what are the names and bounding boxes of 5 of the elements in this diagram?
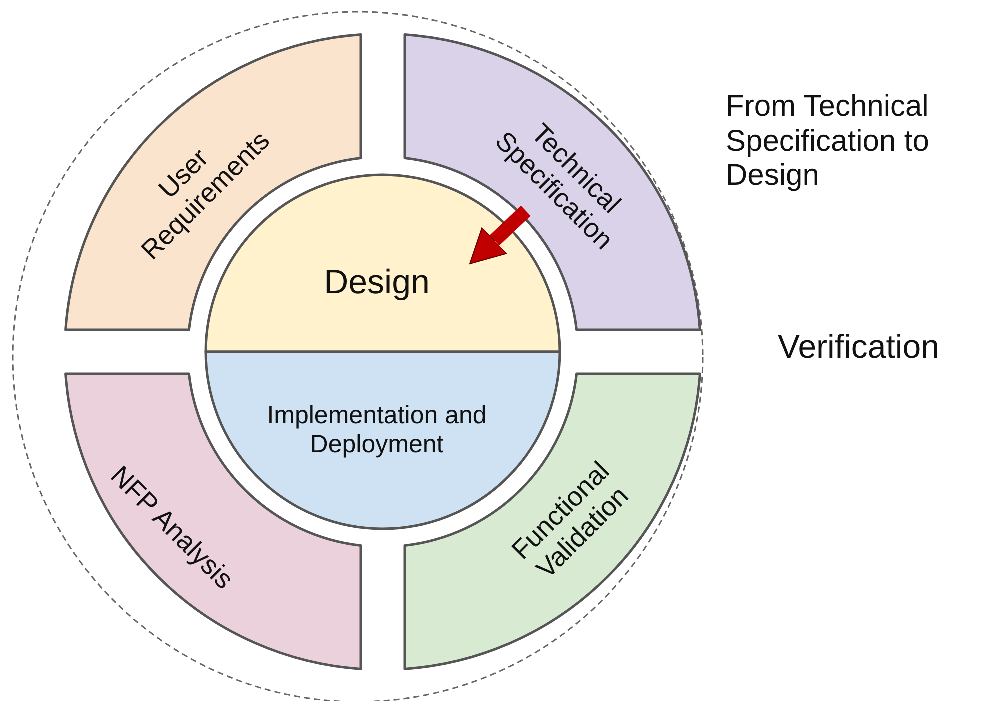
annotation-text: Verification	[778, 328, 940, 366]
annotation-text: From Technical Specification to Design	[726, 90, 930, 194]
section-label: Implementation and Deployment	[266, 401, 488, 459]
arrow	[470, 206, 531, 264]
section-label: Design	[323, 263, 431, 303]
